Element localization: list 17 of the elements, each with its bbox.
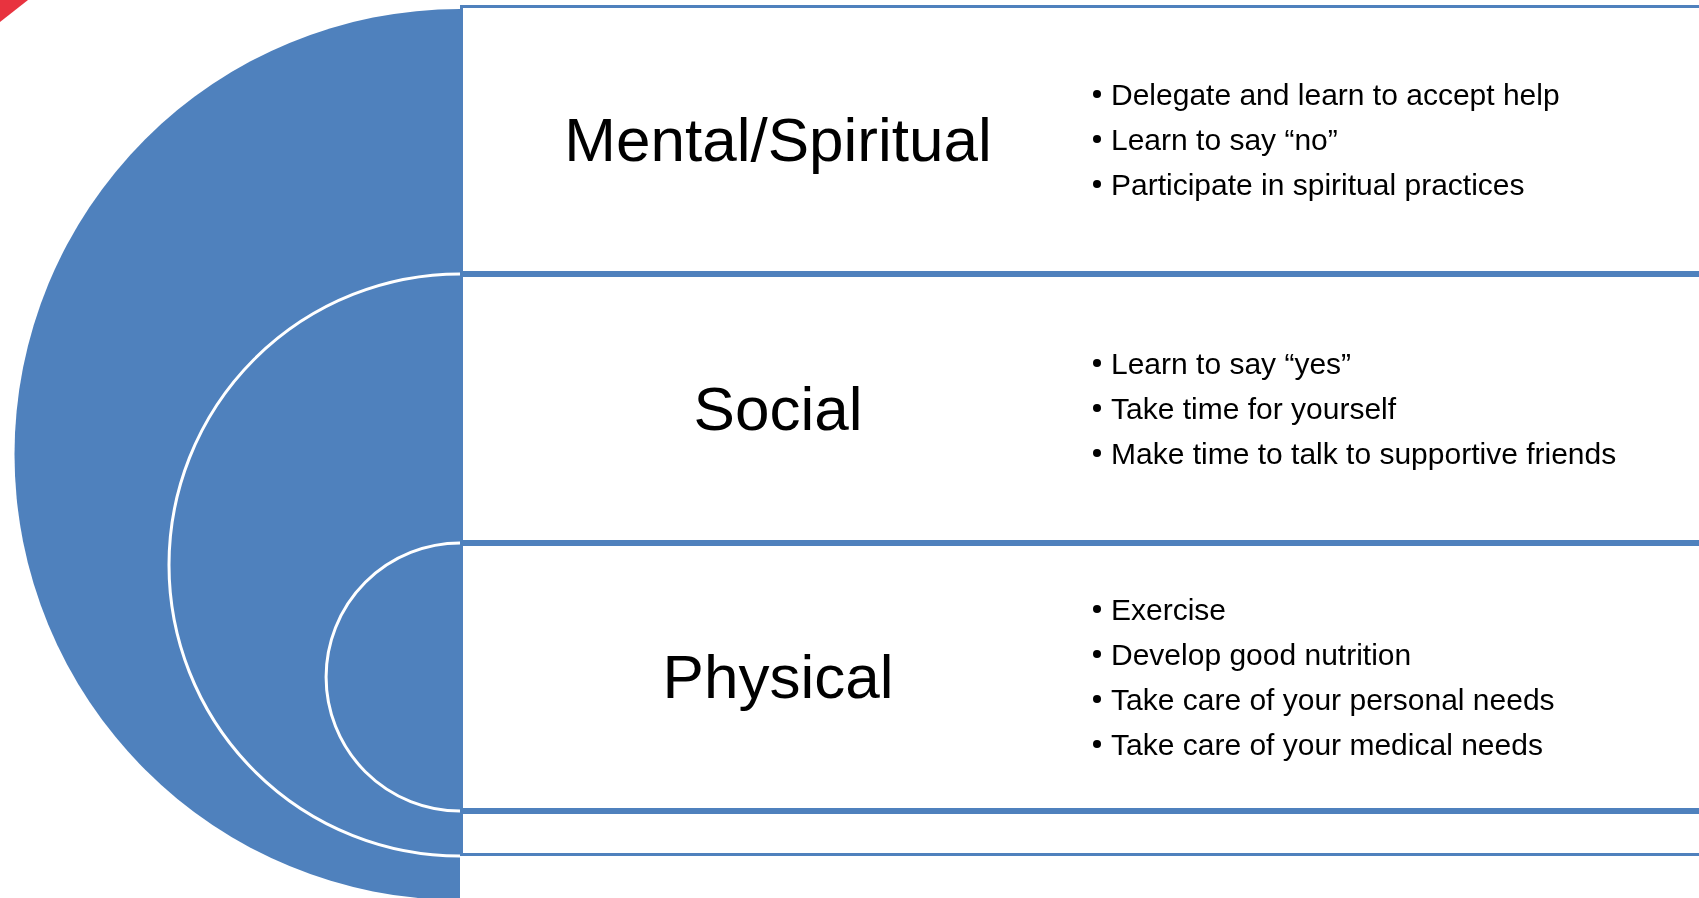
category-heading: Social [693, 372, 863, 445]
bullet-text: Develop good nutrition [1111, 637, 1412, 673]
bullet-text: Make time to talk to supportive friends [1111, 436, 1617, 472]
bullet-text: Take care of your medical needs [1111, 727, 1543, 763]
bullet-text: Take time for yourself [1111, 391, 1397, 427]
category-row [460, 543, 1699, 811]
empty-band [460, 811, 1699, 856]
category-row [460, 274, 1699, 543]
category-row [460, 5, 1699, 274]
bullet-text: Learn to say “no” [1111, 122, 1338, 158]
bullet-text: Take care of your personal needs [1111, 682, 1555, 718]
category-heading: Mental/Spiritual [564, 103, 992, 176]
bullet-text: Exercise [1111, 592, 1227, 628]
bullet-text: Learn to say “yes” [1111, 346, 1352, 382]
bullet-text: Delegate and learn to accept help [1111, 77, 1560, 113]
category-heading: Physical [662, 641, 894, 714]
bullet-text: Participate in spiritual practices [1111, 167, 1525, 203]
